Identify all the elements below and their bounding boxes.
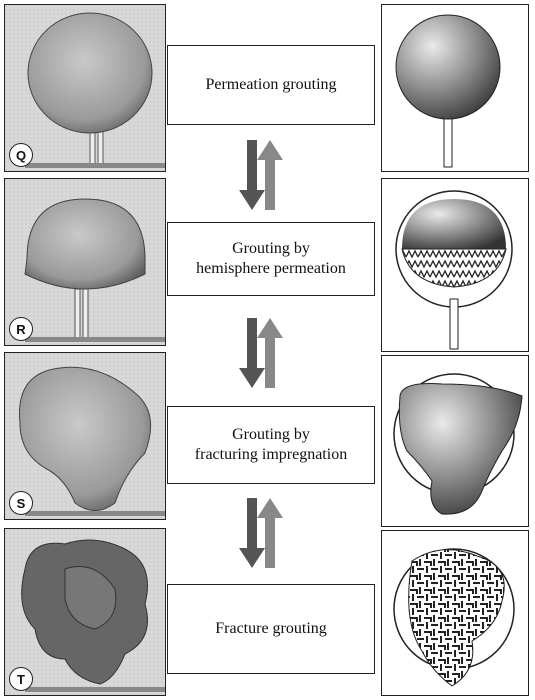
schematic-s — [381, 355, 529, 527]
photo-r: R — [4, 178, 166, 346]
label-line: fracturing impregnation — [195, 445, 347, 465]
label-permeation-grouting: Permeation grouting — [167, 45, 375, 125]
schematic-q — [381, 4, 529, 172]
double-arrow-icon — [237, 140, 287, 210]
label-line: Permeation grouting — [205, 75, 336, 95]
schematic-t — [381, 530, 529, 696]
label-line: Grouting by — [232, 239, 310, 259]
photo-s: S — [4, 352, 166, 520]
label-line: Grouting by — [232, 425, 310, 445]
schematic-r — [381, 178, 529, 352]
photo-q: Q — [4, 4, 166, 172]
double-arrow-icon — [237, 498, 287, 568]
label-fracture-grouting: Fracture grouting — [167, 584, 375, 674]
badge-s: S — [9, 491, 33, 515]
label-hemisphere-permeation: Grouting by hemisphere permeation — [167, 222, 375, 296]
photo-t: T — [4, 528, 166, 696]
badge-q: Q — [9, 143, 33, 167]
double-arrow-icon — [237, 318, 287, 388]
label-line: hemisphere permeation — [196, 259, 346, 279]
badge-t: T — [9, 667, 33, 691]
badge-r: R — [9, 317, 33, 341]
label-fracturing-impregnation: Grouting by fracturing impregnation — [167, 406, 375, 484]
label-line: Fracture grouting — [215, 619, 327, 639]
